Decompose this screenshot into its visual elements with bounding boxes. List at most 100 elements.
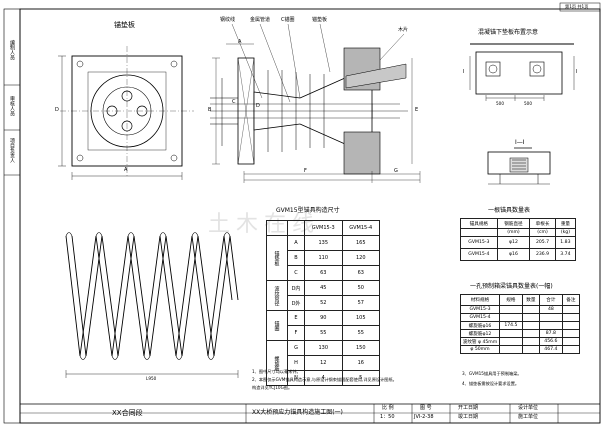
beam-cell: 48 <box>538 305 563 314</box>
code-label: 图 号 <box>420 405 432 411</box>
qty-unit-cell <box>460 228 498 237</box>
gvm-sym-cell: D内 <box>287 280 305 296</box>
beam-cell: φ 50mm <box>460 345 500 354</box>
beam-table-title: 一孔预制箱梁锚具数量表(一幅) <box>470 283 553 290</box>
gvm-sym-cell: F <box>287 325 305 341</box>
beam-header-row: 材料规格 规格 数量 合计 备注 <box>460 294 581 306</box>
qty-header-cell: 单根长 <box>529 218 556 229</box>
plate-layout-dim-1: 500 <box>496 101 504 106</box>
page-label: 第1页 共1页 <box>565 4 589 9</box>
scale-label: 比 例 <box>382 405 394 411</box>
gvm-group-cell: 波纹管径 <box>266 280 288 311</box>
table-row: GVM15-3 48 <box>460 305 581 314</box>
beam-table: 材料规格 规格 数量 合计 备注 GVM15-3 48 GVM15-4 螺旋筋φ… <box>460 294 581 354</box>
qty-cell: 205.7 <box>529 236 556 249</box>
section-dim-b: B <box>208 107 212 113</box>
table-row: φ 50mm 467.4 <box>460 345 581 354</box>
qty-table-title: 一根锚具数量表 <box>488 207 531 214</box>
build-unit: 施工单位 <box>518 414 539 420</box>
anchor-plate-dim-d: D <box>55 107 59 113</box>
section-dim-e: E <box>415 107 419 113</box>
beam-cell: 螺旋筋φ12 <box>460 329 500 338</box>
beam-cell <box>521 345 540 354</box>
beam-cell <box>499 337 523 346</box>
beam-header-cell: 材料规格 <box>460 294 500 306</box>
gvm-value-cell: 5 <box>341 370 380 386</box>
table-row: 螺旋筋φ16 174.5 <box>460 321 581 330</box>
spiral-dim: L950 <box>146 376 157 381</box>
beam-cell <box>561 313 581 322</box>
table-row: 锚垫板 A 135 165 <box>266 235 380 281</box>
gvm-value-cell: 165 <box>341 235 380 251</box>
gvm-value-cell: 55 <box>304 325 343 341</box>
anchor-plate-dim-a: A <box>124 167 128 173</box>
gvm-value-cell: 105 <box>341 310 380 326</box>
beam-cell <box>521 313 540 322</box>
section-dim-a: A <box>238 39 242 45</box>
table-row: 波纹管 φ 45mm 456.6 <box>460 337 581 346</box>
beam-cell <box>561 337 581 346</box>
note-line: 2、本图仅示GVM锚具构造示意,与原设计钢束锚固配套使用,详见原设计图纸。 <box>252 377 397 382</box>
gvm-value-cell: 63 <box>341 265 380 281</box>
note-line: 3、GVM15锚具用于预制箱梁。 <box>462 371 522 376</box>
qty-cell: 3.74 <box>554 248 577 261</box>
qty-header-cell: 重量 <box>554 218 577 229</box>
beam-cell <box>521 305 540 314</box>
section-label: I—I <box>515 139 525 146</box>
section-mark-left: I <box>463 69 465 75</box>
table-row: GVM15-4 φ16 236.9 3.74 <box>460 248 577 261</box>
beam-cell <box>538 321 563 330</box>
gvm-value-cell: 90 <box>304 310 343 326</box>
drawing-title: XX大桥预应力锚具构造施工图(一) <box>252 409 343 416</box>
qty-header-row: 锚具规格 钢筋直径 单根长 重量 <box>460 218 577 229</box>
section-dim-d: D <box>256 103 260 109</box>
beam-cell: 87.8 <box>538 329 563 338</box>
gvm-table-title: GVM15型锚具构造尺寸 <box>276 207 340 214</box>
qty-cell: 236.9 <box>529 248 556 261</box>
gvm-value-cell: 150 <box>341 340 380 356</box>
anchor-plate-title: 锚垫板 <box>114 21 135 29</box>
gvm-sym-cell: N <box>287 370 305 386</box>
qty-cell: GVM15-3 <box>460 236 498 249</box>
qty-cell: GVM15-4 <box>460 248 498 261</box>
gvm-value-cell: 110 <box>304 250 343 266</box>
qty-unit-cell: (cm) <box>529 228 556 237</box>
table-row: C 63 63 <box>267 265 380 281</box>
qty-unit-row: (mm) (cm) (kg) <box>460 228 577 237</box>
table-row: GVM15-4 <box>460 313 581 322</box>
beam-cell <box>521 321 540 330</box>
gvm-sym-cell: G <box>287 340 305 356</box>
beam-header-cell: 合计 <box>538 294 563 306</box>
gvm-table: GVM15-3 GVM15-4 锚垫板 A 135 165 B 110 120 … <box>266 220 380 386</box>
table-row: 螺旋筋φ12 87.8 <box>460 329 581 338</box>
qty-cell: φ16 <box>496 248 531 261</box>
beam-cell <box>521 337 540 346</box>
gvm-sym-cell: C <box>287 265 305 281</box>
gvm-group-cell: 锚垫板 <box>266 235 288 281</box>
gvm-value-cell: 135 <box>304 235 343 251</box>
beam-header-cell: 规格 <box>499 294 523 306</box>
note-line: 1、图中尺寸均以毫米计。 <box>252 369 301 374</box>
beam-cell <box>538 313 563 322</box>
gvm-value-cell: 16 <box>341 355 380 371</box>
section-dim-g: G <box>394 168 398 174</box>
gvm-value-cell: 52 <box>304 295 343 311</box>
table-row: GVM15-3 φ12 205.7 1.83 <box>460 236 577 249</box>
gvm-value-cell: 63 <box>304 265 343 281</box>
gvm-header-cell: GVM15-3 <box>304 220 343 236</box>
beam-cell: GVM15-3 <box>460 305 500 314</box>
table-row: 锚圈 E 90 105 <box>266 310 380 341</box>
beam-cell: 波纹管 φ 45mm <box>460 337 500 346</box>
beam-cell <box>561 345 581 354</box>
beam-cell <box>561 329 581 338</box>
note-line: 4、锚垫板需按设计要求设置。 <box>462 381 520 386</box>
table-row: D外 52 57 <box>267 295 380 311</box>
code-value: JVI-2-38 <box>414 414 434 420</box>
gvm-table-header: GVM15-3 GVM15-4 <box>266 220 380 236</box>
gvm-sym-cell: A <box>287 235 305 251</box>
beam-cell <box>499 313 523 322</box>
side-label-lead: 项目负责人 <box>9 138 15 163</box>
beam-header-cell: 数量 <box>521 294 540 306</box>
